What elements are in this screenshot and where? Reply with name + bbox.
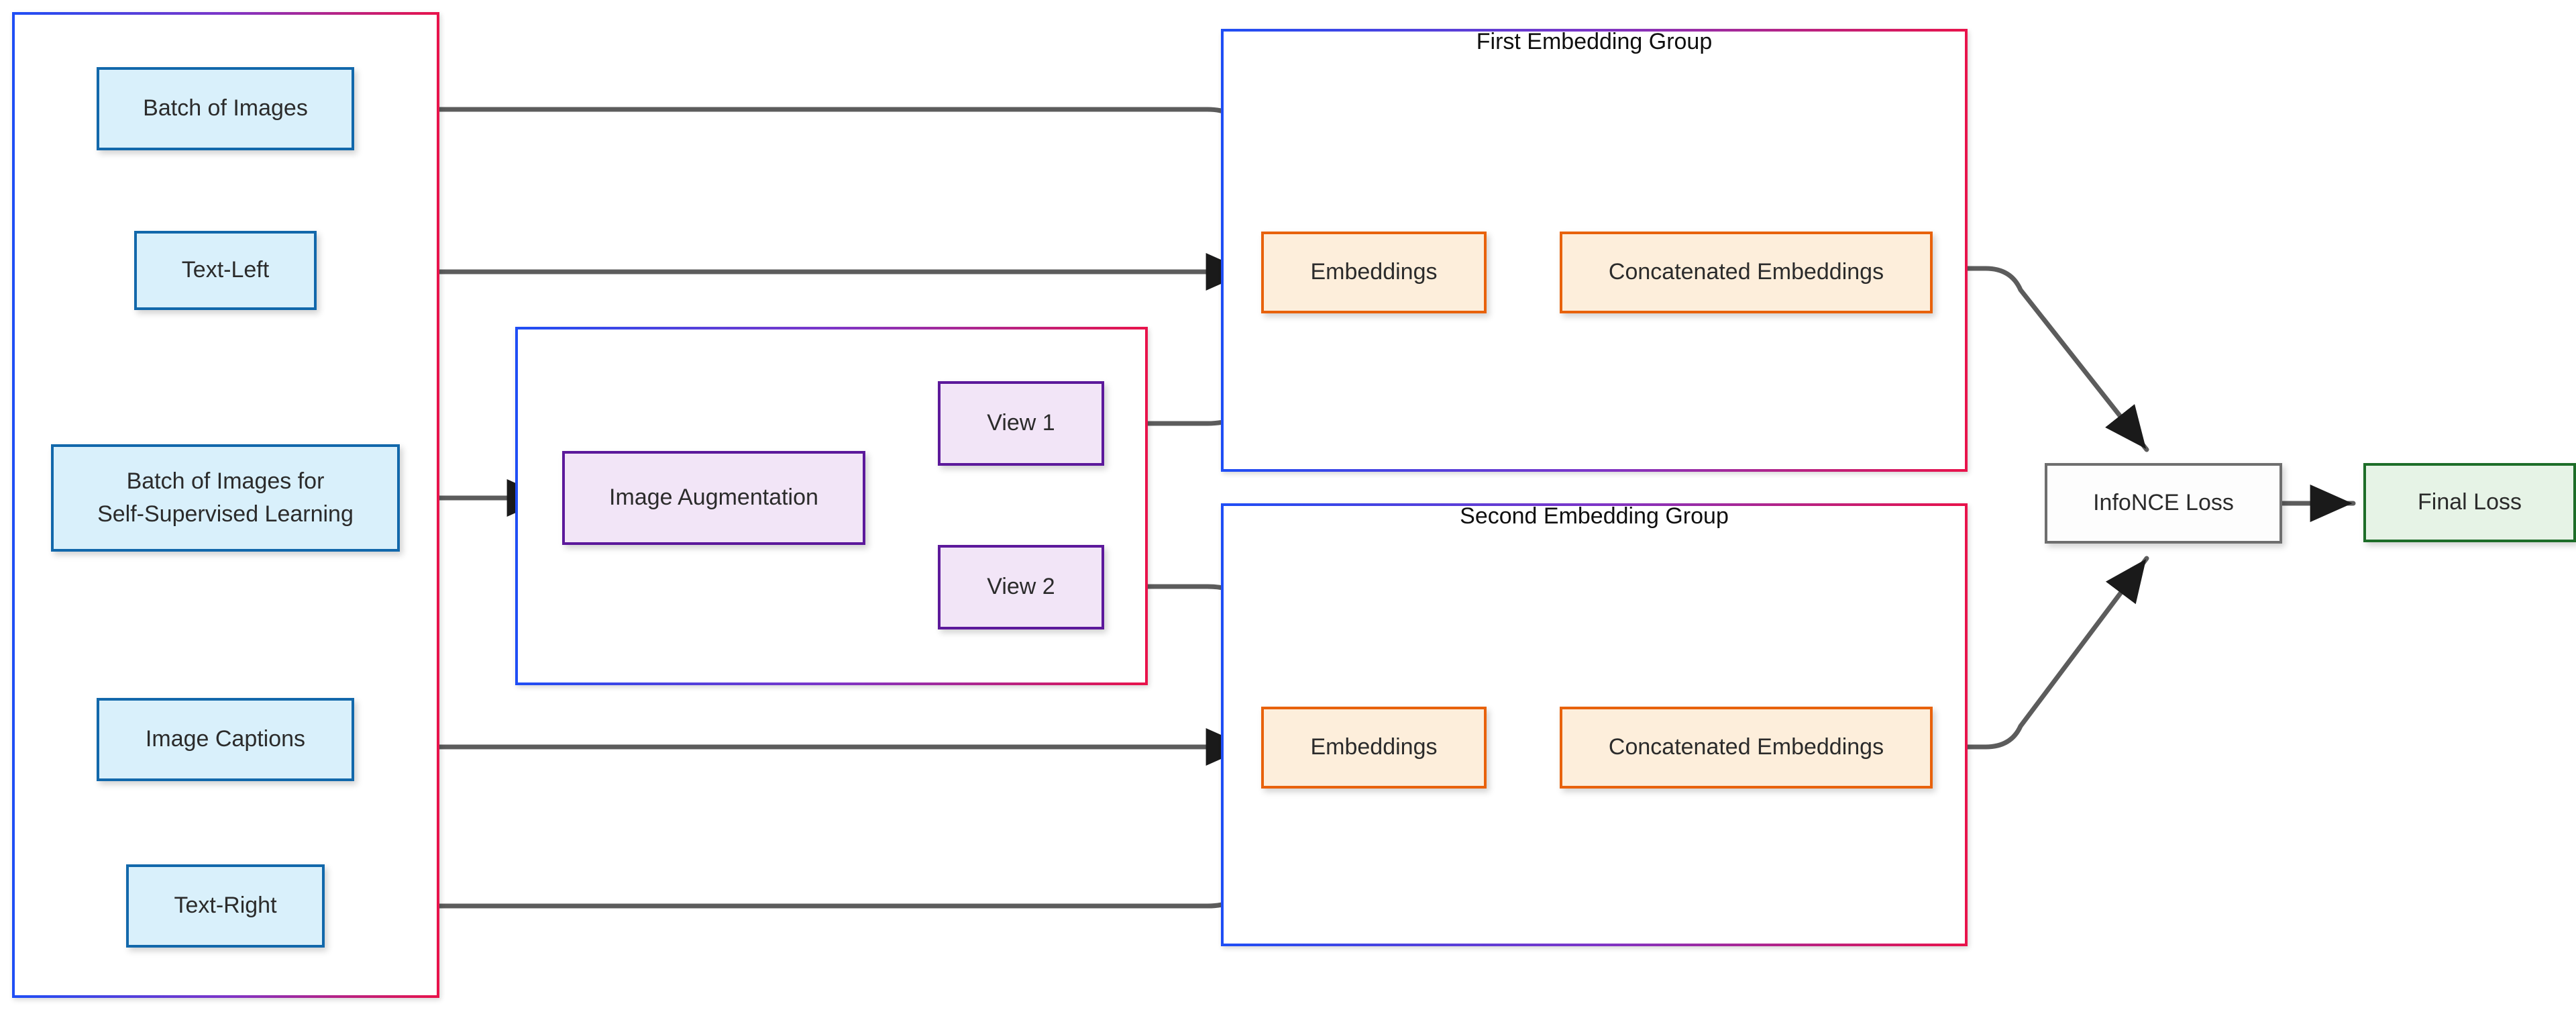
node-embeddings-first[interactable]: Embeddings [1261, 232, 1487, 313]
node-infonce-loss[interactable]: InfoNCE Loss [2045, 463, 2282, 544]
node-image-augmentation[interactable]: Image Augmentation [562, 451, 865, 545]
cluster-title-first-embedding-group: First Embedding Group [1476, 29, 1713, 54]
node-label-embeddings-second: Embeddings [1310, 734, 1438, 760]
node-label-batch-of-images: Batch of Images [143, 95, 308, 121]
node-label-text-left: Text-Left [181, 257, 270, 283]
node-embeddings-second[interactable]: Embeddings [1261, 707, 1487, 789]
node-text-left[interactable]: Text-Left [134, 231, 317, 310]
node-text-right[interactable]: Text-Right [126, 864, 325, 948]
node-label-view-1: View 1 [987, 410, 1055, 436]
node-batch-of-images[interactable]: Batch of Images [97, 67, 354, 150]
node-view-2[interactable]: View 2 [938, 545, 1104, 629]
node-label-text-right: Text-Right [174, 893, 277, 919]
node-label-embeddings-first: Embeddings [1310, 259, 1438, 285]
node-concatenated-embeddings-second[interactable]: Concatenated Embeddings [1560, 707, 1933, 789]
node-label-infonce-loss: InfoNCE Loss [2093, 490, 2234, 516]
node-concatenated-embeddings-first[interactable]: Concatenated Embeddings [1560, 232, 1933, 313]
node-label-image-augmentation: Image Augmentation [609, 485, 818, 511]
node-label-concatenated-embeddings-second: Concatenated Embeddings [1608, 734, 1884, 760]
node-label-view-2: View 2 [987, 574, 1055, 600]
node-label-final-loss: Final Loss [2418, 489, 2522, 515]
node-label-concatenated-embeddings-first: Concatenated Embeddings [1608, 259, 1884, 285]
node-final-loss[interactable]: Final Loss [2363, 463, 2576, 542]
node-image-captions[interactable]: Image Captions [97, 698, 354, 781]
edge-batch-images-to-embeddings1 [352, 107, 1328, 224]
cluster-title-second-embedding-group: Second Embedding Group [1460, 503, 1729, 529]
node-label-image-captions: Image Captions [145, 726, 306, 752]
edge-text-right-to-embeddings2 [322, 796, 1330, 909]
node-view-1[interactable]: View 1 [938, 381, 1104, 466]
